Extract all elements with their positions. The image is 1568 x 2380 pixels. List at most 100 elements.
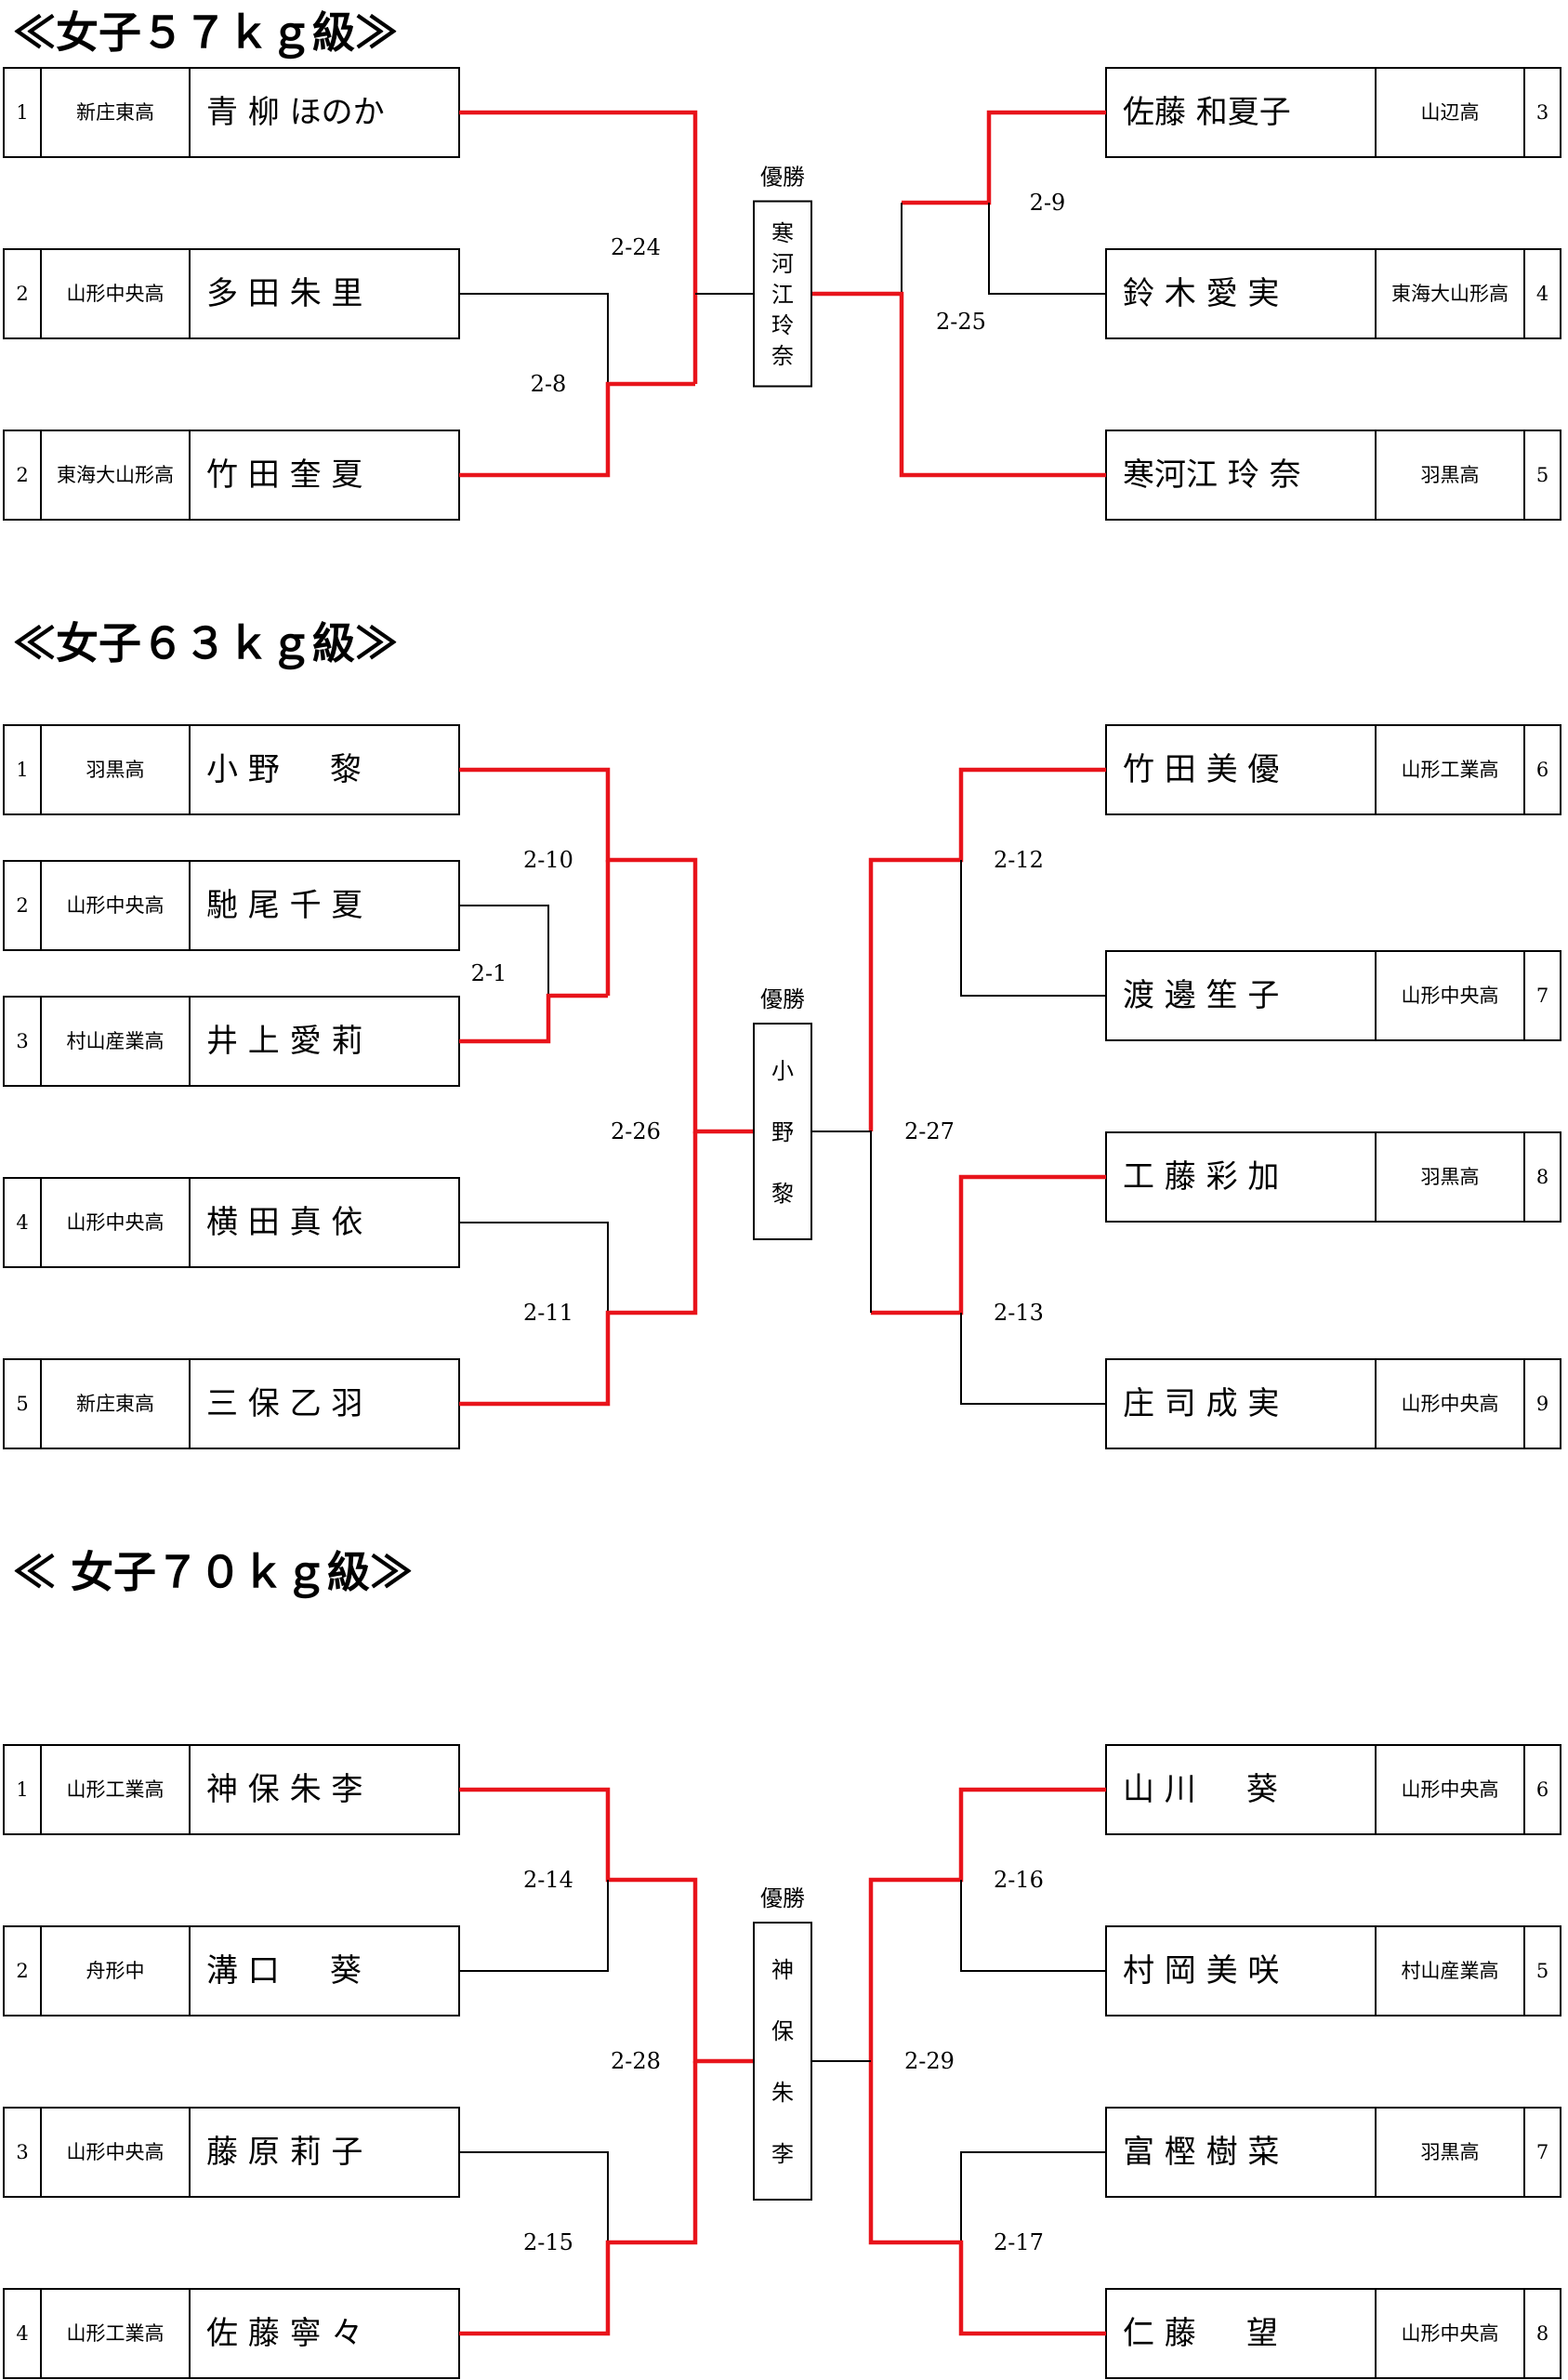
section-title: ≪女子５７ｋｇ級≫ [13,7,398,60]
competitor-name: 渡 邊 笙 子 [1123,977,1279,1014]
competitor-name: 井 上 愛 莉 [206,1023,362,1060]
name-cell [1105,1744,1377,1835]
competitor-name: 鈴 木 愛 実 [1123,275,1279,312]
bracket-line [459,293,609,384]
competitor-name: 三 保 乙 羽 [206,1385,362,1422]
school-name: 新庄東高 [76,101,154,124]
seed-number: 4 [16,2322,28,2345]
match-number: 2-28 [611,2048,661,2074]
winner-line [459,2061,698,2336]
winner-line [459,110,698,294]
match-number: 2-25 [936,309,986,335]
winner-line [868,767,1106,1131]
competitor-name: 馳 尾 千 夏 [206,887,362,924]
seed-cell [3,1744,42,1835]
name-cell [1105,724,1377,815]
school-cell [40,430,191,521]
school-cell [40,2107,191,2198]
seed-number: 5 [1536,464,1548,486]
seed-cell [3,2288,42,2379]
name-cell [189,996,460,1087]
match-number: 2-26 [611,1118,661,1144]
match-number: 2-1 [471,960,507,986]
seed-number: 5 [1536,1960,1548,1982]
seed-number: 3 [1536,101,1548,124]
school-cell [1375,248,1525,339]
champion-name: 小野黎 [771,1058,794,1207]
seed-number: 3 [16,2141,28,2163]
school-name: 新庄東高 [76,1393,154,1415]
seed-number: 1 [16,759,28,781]
section-title: ≪女子６３ｋｇ級≫ [13,618,398,670]
school-cell [1375,1925,1525,2016]
champion-name-box [753,1922,812,2201]
bracket-line [459,1222,609,1313]
name-cell [1105,950,1377,1041]
champion-name: 神保朱李 [771,1957,794,2167]
winner-line [459,767,754,1134]
name-cell [189,1925,460,2016]
bracket-line [960,1313,1106,1405]
seed-cell [1523,1744,1561,1835]
seed-number: 1 [16,101,28,124]
champion-name-box [753,200,812,388]
competitor-name: 青 柳 ほのか [206,94,385,131]
school-name: 村山産業高 [1402,1960,1499,1982]
name-cell [189,2288,460,2379]
school-cell [40,1177,191,1268]
seed-cell [1523,1131,1561,1223]
competitor-name: 横 田 真 依 [206,1204,362,1241]
school-cell [40,1925,191,2016]
school-cell [40,2288,191,2379]
bracket-line [960,1880,1106,1972]
seed-cell [3,430,42,521]
seed-cell [1523,2107,1561,2198]
seed-number: 6 [1536,1778,1548,1801]
name-cell [1105,2107,1377,2198]
winner-line [811,291,1106,478]
winner-line [459,381,695,478]
competitor-name: 神 保 朱 李 [206,1771,362,1808]
seed-number: 3 [16,1030,28,1052]
seed-number: 7 [1536,985,1548,1007]
name-cell [189,724,460,815]
seed-cell [3,1177,42,1268]
school-name: 羽黒高 [1421,464,1480,486]
school-name: 山形中央高 [67,283,165,305]
school-name: 羽黒高 [1421,2141,1480,2163]
bracket-line [811,1130,872,1313]
match-number: 2-17 [994,2229,1044,2255]
seed-cell [3,860,42,951]
seed-number: 6 [1536,759,1548,781]
champion-label: 優勝 [760,1885,805,1911]
school-name: 舟形中 [86,1960,145,1982]
winner-line [459,1787,754,2064]
school-name: 山形工業高 [67,2322,165,2345]
seed-number: 4 [16,1211,28,1234]
competitor-name: 富 樫 樹 菜 [1123,2134,1279,2171]
seed-number: 2 [16,1960,28,1982]
seed-number: 2 [16,464,28,486]
school-cell [40,860,191,951]
school-name: 山形中央高 [1402,2322,1499,2345]
school-cell [40,724,191,815]
school-cell [1375,67,1525,158]
match-number: 2-10 [523,847,573,873]
competitor-name: 小 野 黎 [206,751,362,788]
name-cell [1105,1131,1377,1223]
name-cell [189,430,460,521]
match-number: 2-27 [904,1118,955,1144]
bracket-line [988,203,1106,295]
competitor-name: 竹 田 奎 夏 [206,456,362,494]
winner-line [868,1787,1106,2061]
